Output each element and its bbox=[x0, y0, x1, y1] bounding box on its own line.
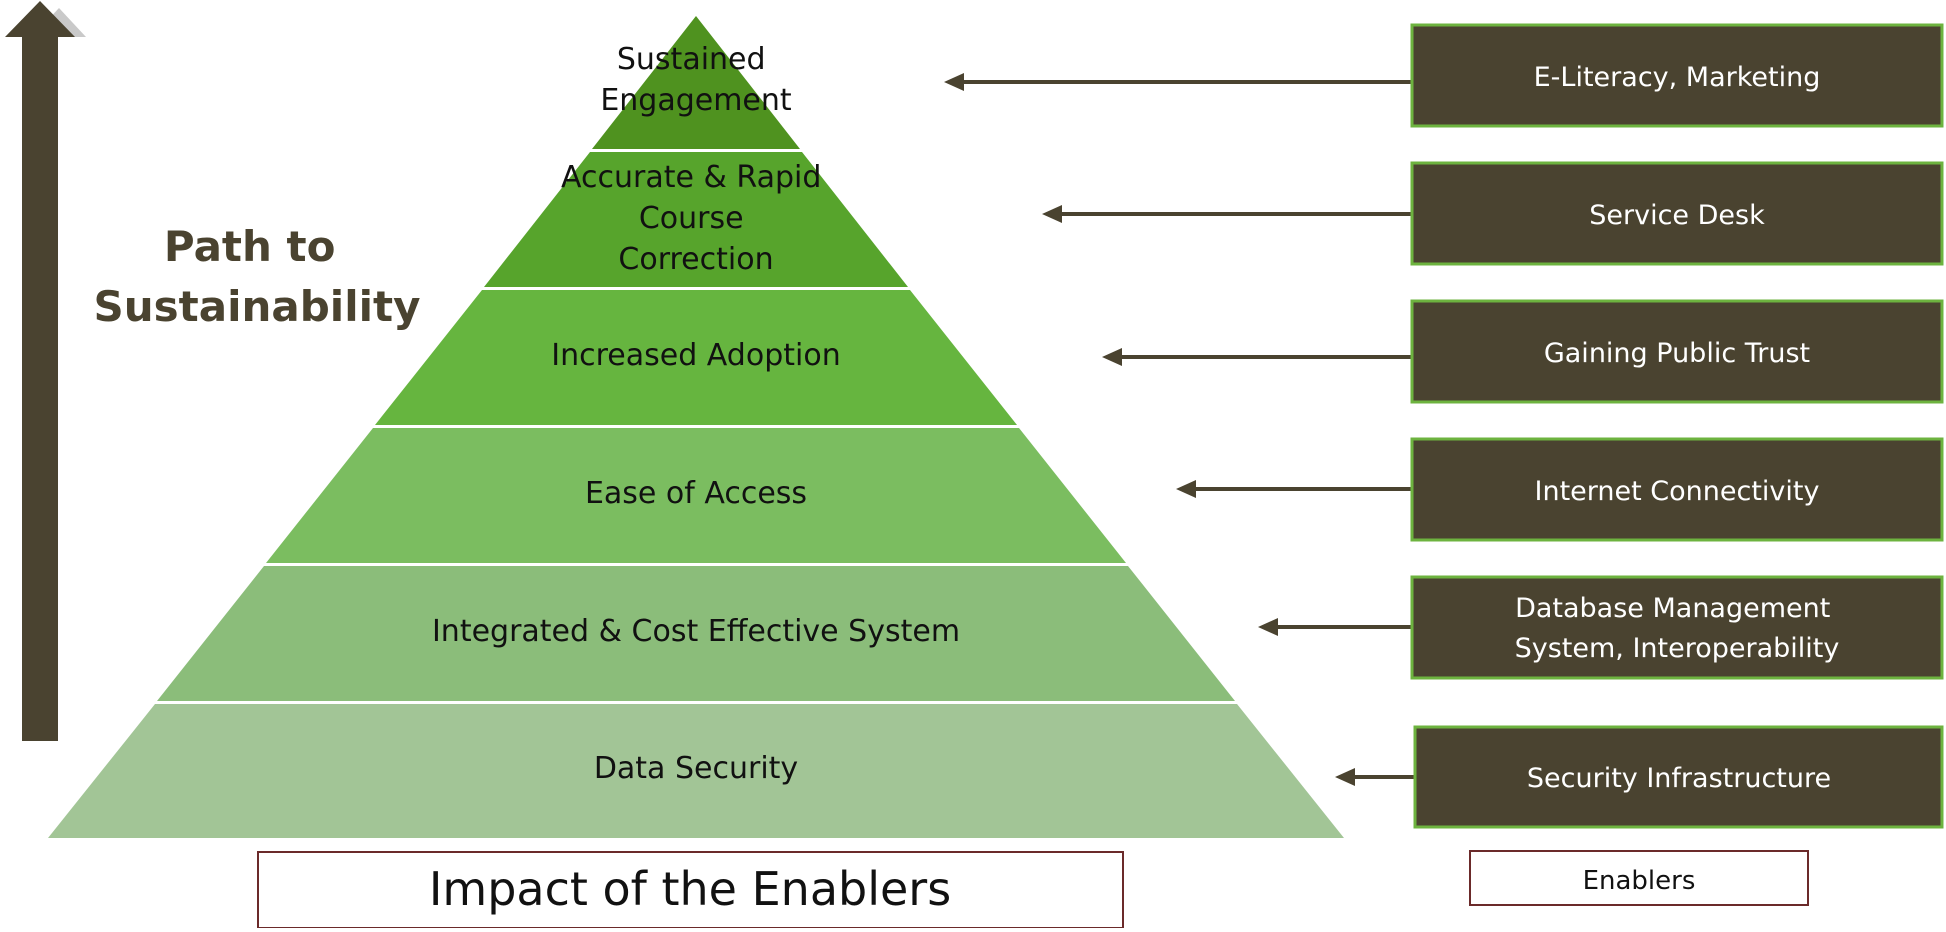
pyramid-tier-sustained-engagement: Sustained Engagement bbox=[592, 16, 800, 149]
enablers-caption-text: Enablers bbox=[1583, 866, 1696, 896]
enabler-database-management: Database Management System, Interoperabi… bbox=[1410, 575, 1944, 680]
pyramid-tier-integrated-system: Integrated & Cost Effective System bbox=[157, 566, 1235, 701]
impact-caption-text: Impact of the Enablers bbox=[429, 862, 951, 916]
enabler-label-0: E-Literacy, Marketing bbox=[1534, 62, 1821, 93]
enabler-gaining-public-trust: Gaining Public Trust bbox=[1410, 299, 1944, 404]
enablers-caption: Enablers bbox=[1469, 850, 1809, 906]
arrow-service-desk bbox=[1042, 205, 1412, 223]
path-label-line-2: Sustainability bbox=[94, 282, 421, 331]
pyramid: Sustained Engagement Accurate & Rapid Co… bbox=[48, 16, 1344, 838]
enabler-label-5: Security Infrastructure bbox=[1527, 763, 1831, 794]
path-label-line-1: Path to bbox=[164, 222, 336, 271]
enabler-service-desk: Service Desk bbox=[1410, 161, 1944, 266]
enabler-box-1 bbox=[1410, 161, 1944, 266]
tier-2-label: Increased Adoption bbox=[551, 338, 840, 373]
path-arrow-head bbox=[5, 1, 75, 37]
enabler-e-literacy-marketing: E-Literacy, Marketing bbox=[1410, 23, 1944, 128]
tier-0-label: Sustained Engagement bbox=[600, 42, 792, 118]
path-arrow bbox=[5, 1, 86, 741]
tier-2-shape bbox=[375, 290, 1017, 425]
enabler-boxes: E-Literacy, Marketing Service Desk Gaini… bbox=[1410, 23, 1944, 829]
tier-1-shape bbox=[484, 152, 908, 287]
path-label: Path to Sustainability bbox=[94, 222, 421, 331]
tier-3-shape bbox=[266, 428, 1126, 563]
arrow-database bbox=[1258, 618, 1412, 636]
tier-5-label: Data Security bbox=[594, 751, 798, 786]
tier-4-label: Integrated & Cost Effective System bbox=[432, 614, 960, 649]
pyramid-tier-data-security: Data Security bbox=[48, 704, 1344, 838]
enabler-box-3 bbox=[1410, 437, 1944, 542]
tier-4-shape bbox=[157, 566, 1235, 701]
pyramid-tier-course-correction: Accurate & Rapid Course Correction bbox=[484, 152, 908, 287]
enabler-label-2: Gaining Public Trust bbox=[1544, 338, 1810, 369]
tier-0-shape bbox=[592, 16, 800, 149]
enabler-security-infrastructure: Security Infrastructure bbox=[1413, 725, 1944, 829]
enabler-box-4 bbox=[1410, 575, 1944, 680]
pyramid-tier-ease-of-access: Ease of Access bbox=[266, 428, 1126, 563]
path-arrow-shaft bbox=[22, 33, 58, 741]
enabler-box-5 bbox=[1413, 725, 1944, 829]
enabler-label-1: Service Desk bbox=[1589, 200, 1765, 231]
arrow-security-infra bbox=[1335, 768, 1415, 786]
enabler-label-3: Internet Connectivity bbox=[1535, 476, 1820, 507]
enabler-box-2 bbox=[1410, 299, 1944, 404]
enabler-label-4: Database Management System, Interoperabi… bbox=[1515, 593, 1840, 664]
tier-3-label: Ease of Access bbox=[585, 476, 807, 511]
arrow-public-trust bbox=[1102, 348, 1412, 366]
enabler-box-0 bbox=[1410, 23, 1944, 128]
enablers-caption-box bbox=[1469, 850, 1809, 906]
arrow-e-literacy bbox=[944, 73, 1412, 91]
arrow-internet bbox=[1176, 480, 1412, 498]
tier-1-label: Accurate & Rapid Course Correction bbox=[561, 160, 831, 277]
enabler-arrows bbox=[944, 73, 1415, 786]
pyramid-tier-increased-adoption: Increased Adoption bbox=[375, 290, 1017, 425]
tier-5-shape bbox=[48, 704, 1344, 838]
enabler-internet-connectivity: Internet Connectivity bbox=[1410, 437, 1944, 542]
impact-caption: Impact of the Enablers bbox=[257, 851, 1124, 929]
